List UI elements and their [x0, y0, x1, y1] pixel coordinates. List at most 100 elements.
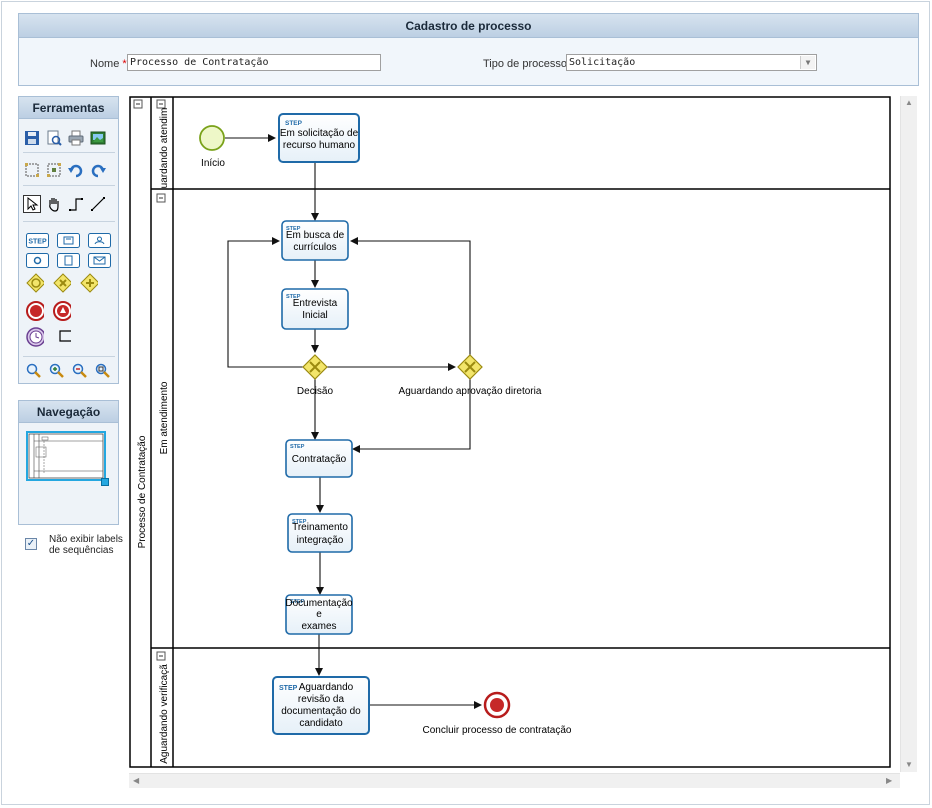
task-label-line: Aguardando — [299, 682, 354, 693]
annotation-icon[interactable] — [55, 328, 73, 346]
hand-icon[interactable] — [45, 195, 63, 213]
type-field-label: Tipo de processo *: — [483, 58, 577, 70]
task-em-busca[interactable]: STEP Em busca de currículos — [281, 220, 349, 261]
task-label-line: Documentação — [285, 598, 353, 609]
script-task-icon[interactable] — [88, 231, 111, 249]
task-label-line: Em solicitação de — [280, 128, 359, 139]
select-group-icon[interactable] — [23, 161, 41, 179]
gateway-parallel-icon[interactable] — [80, 273, 98, 293]
scroll-down-icon[interactable]: ▼ — [905, 760, 913, 769]
user-task-icon[interactable] — [57, 231, 80, 249]
chevron-down-icon[interactable]: ▼ — [800, 56, 815, 69]
print-icon[interactable] — [67, 129, 85, 147]
lane-label-em-atendimento: Em atendimento — [159, 381, 170, 454]
task-em-solicitacao[interactable]: STEP Em solicitação de recurso humano — [278, 113, 360, 163]
message-task-icon[interactable] — [88, 251, 111, 269]
hide-sequence-labels-checkbox[interactable]: ✓ — [25, 538, 37, 550]
start-event-label: Início — [201, 158, 225, 169]
task-step-tag: STEP — [290, 444, 305, 450]
scroll-right-icon[interactable]: ▶ — [886, 776, 893, 785]
sequence-flows — [225, 134, 482, 709]
select-group-alt-icon[interactable] — [45, 161, 63, 179]
lane-collapse-icon[interactable] — [156, 651, 166, 661]
task-documentacao[interactable]: STEP Documentação e exames — [285, 594, 353, 635]
gateway-label: Decisão — [297, 386, 334, 397]
gateway-aguardando-aprovacao[interactable]: Aguardando aprovação diretoria — [399, 354, 542, 397]
navigation-panel-title: Navegação — [19, 401, 118, 423]
navigation-panel: Navegação — [18, 400, 119, 525]
task-label-line: exames — [301, 621, 336, 632]
task-treinamento[interactable]: STEP Treinamento integração — [287, 513, 353, 553]
task-entrevista[interactable]: STEP Entrevista Inicial — [281, 288, 349, 330]
task-label-line: Em busca de — [286, 230, 345, 241]
step-task-icon-label: STEP — [28, 238, 47, 245]
task-contratacao[interactable]: STEP Contratação — [285, 439, 353, 478]
pool-label: Processo de Contratação — [137, 435, 148, 548]
pointer-icon[interactable] — [23, 195, 41, 213]
zoom-in-icon[interactable] — [48, 362, 66, 380]
pool[interactable] — [129, 96, 891, 768]
gateway-decisao[interactable]: Decisão — [297, 354, 334, 397]
service-task-icon[interactable] — [26, 251, 49, 269]
elbow-connector-icon[interactable] — [67, 195, 85, 213]
zoom-fit-icon[interactable] — [94, 362, 112, 380]
timer-event-icon[interactable] — [26, 327, 44, 347]
end-event-icon[interactable] — [26, 301, 44, 321]
task-label-line: integração — [297, 535, 344, 546]
gateway-exclusive-icon[interactable] — [53, 273, 71, 293]
redo-icon[interactable] — [89, 161, 107, 179]
diagram-canvas[interactable]: Processo de Contratação uardando atendim… — [129, 96, 917, 772]
tools-panel: Ferramentas STEP — [18, 96, 119, 384]
manual-task-icon[interactable] — [57, 251, 80, 269]
lane-label-aguardando-verificacao: Aguardando verificaçã — [159, 664, 170, 764]
undo-icon[interactable] — [67, 161, 85, 179]
task-aguardando-revisao[interactable]: STEP Aguardando revisão da documentação … — [272, 676, 370, 735]
start-event[interactable]: Início — [199, 125, 225, 169]
bpmn-diagram: Processo de Contratação uardando atendim… — [129, 96, 891, 768]
escalation-event-icon[interactable] — [53, 301, 71, 321]
save-icon[interactable] — [23, 129, 41, 147]
process-type-value: Solicitação — [569, 57, 636, 68]
task-step-tag: STEP — [279, 685, 298, 692]
zoom-icon[interactable] — [25, 362, 43, 380]
task-step-tag: STEP — [290, 599, 305, 605]
task-label-line: documentação do — [281, 706, 361, 717]
step-task-icon[interactable]: STEP — [26, 231, 49, 249]
vertical-scrollbar[interactable]: ▲ ▼ — [900, 96, 917, 772]
navigation-viewport[interactable] — [26, 431, 106, 481]
task-label-line: Treinamento — [292, 522, 348, 533]
task-step-tag: STEP — [286, 226, 301, 232]
form-title: Cadastro de processo — [19, 14, 918, 38]
name-input[interactable]: Processo de Contratação — [127, 54, 381, 71]
task-label-line: recurso humano — [283, 140, 356, 151]
line-connector-icon[interactable] — [89, 195, 107, 213]
scroll-up-icon[interactable]: ▲ — [905, 98, 913, 107]
zoom-out-icon[interactable] — [71, 362, 89, 380]
gateway-event-icon[interactable] — [26, 273, 44, 293]
lane-collapse-icon[interactable] — [156, 99, 166, 109]
preview-icon[interactable] — [45, 129, 63, 147]
task-label-line: candidato — [299, 718, 343, 729]
task-label-line: e — [316, 609, 322, 620]
task-label-line: Inicial — [302, 310, 328, 321]
hide-sequence-labels-label: Não exibir labels de sequências — [49, 534, 123, 556]
task-label-line: Contratação — [292, 454, 347, 465]
tools-panel-title: Ferramentas — [19, 97, 118, 119]
horizontal-scrollbar[interactable]: ◀ ▶ — [129, 773, 900, 788]
process-type-select[interactable]: Solicitação ▼ — [566, 54, 817, 71]
navigation-resize-handle[interactable] — [101, 478, 109, 486]
end-event[interactable]: Concluir processo de contratação — [423, 691, 572, 736]
gateway-label: Aguardando aprovação diretoria — [399, 386, 542, 397]
image-icon[interactable] — [89, 129, 107, 147]
task-label-line: Entrevista — [293, 298, 338, 309]
task-step-tag: STEP — [285, 120, 303, 127]
task-step-tag: STEP — [286, 294, 301, 300]
task-label-line: revisão da — [298, 694, 345, 705]
scroll-left-icon[interactable]: ◀ — [133, 776, 140, 785]
pool-collapse-icon[interactable] — [133, 99, 143, 109]
lane-collapse-icon[interactable] — [156, 193, 166, 203]
task-step-tag: STEP — [292, 519, 307, 525]
lane-label-aguardando-atendimento: uardando atendim — [159, 108, 170, 189]
name-field-label: Nome *: — [90, 58, 130, 70]
